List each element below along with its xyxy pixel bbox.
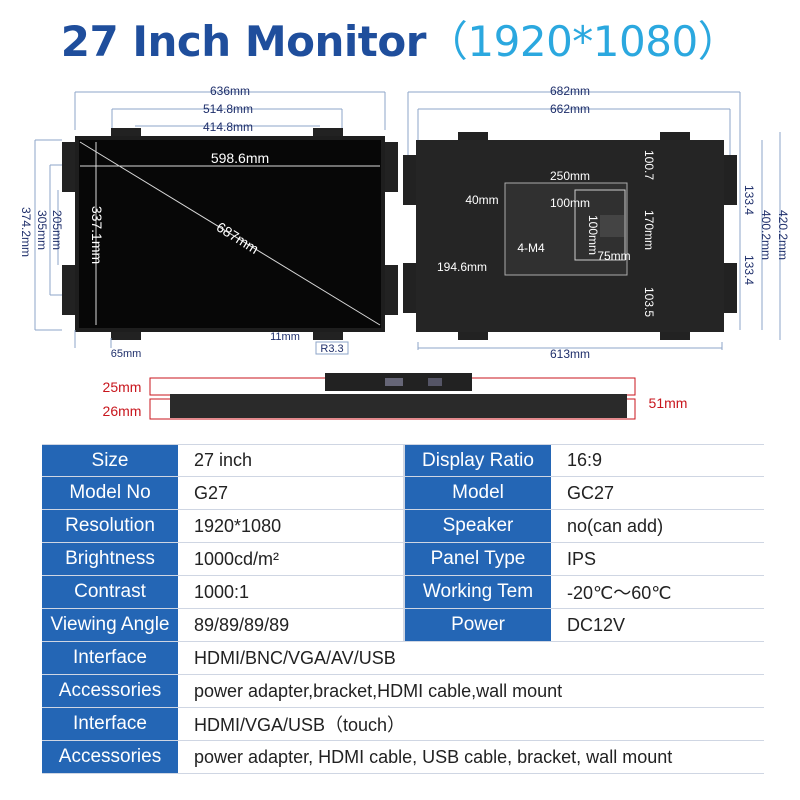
back-width-662: 662mm [550, 102, 590, 116]
front-height-205: 205mm [50, 210, 64, 250]
spec-value: no(can add) [553, 510, 764, 542]
screw-label: 4-M4 [517, 241, 545, 255]
back-view: 682mm 662mm 250mm 40mm 100mm 100mm 75mm … [403, 84, 790, 361]
spec-label: Accessories [42, 741, 180, 773]
dim-420-2: 420.2mm [776, 210, 790, 260]
spec-label: Display Ratio [403, 445, 553, 476]
back-width-682: 682mm [550, 84, 590, 98]
vesa-100-vertical: 100mm [586, 215, 600, 255]
spec-label: Contrast [42, 576, 180, 608]
spec-value: -20℃～60℃ [553, 576, 764, 608]
spec-value: G27 [180, 477, 403, 509]
title-main: 27 Inch Monitor [60, 17, 427, 66]
front-view: 636mm 514.8mm 414.8mm 598.6mm 687mm 337.… [19, 84, 398, 360]
spec-label: Interface [42, 708, 180, 740]
front-bracket-spacing: 514.8mm [203, 102, 253, 116]
spec-label: Working Tem [403, 576, 553, 608]
page-title: 27 Inch Monitor（1920*1080） [0, 8, 800, 69]
spec-value: HDMI/BNC/VGA/AV/USB [180, 642, 764, 674]
dim-100-7: 100.7 [642, 150, 656, 180]
spec-value: 1920*1080 [180, 510, 403, 542]
spec-value: GC27 [553, 477, 764, 509]
dim-133-4-top: 133.4 [742, 185, 756, 215]
vesa-box-250: 250mm [550, 169, 590, 183]
front-bottom-offset: 65mm [111, 348, 142, 360]
spec-label: Accessories [42, 675, 180, 707]
spec-label: Resolution [42, 510, 180, 542]
spec-value: power adapter,bracket,HDMI cable,wall mo… [180, 675, 764, 707]
title-resolution: （1920*1080） [425, 17, 740, 66]
front-bracket-inner: 414.8mm [203, 120, 253, 134]
spec-label: Panel Type [403, 543, 553, 575]
spec-label: Power [403, 609, 553, 641]
front-width-outer: 636mm [210, 84, 250, 98]
spec-value: 89/89/89/89 [180, 609, 403, 641]
dim-170: 170mm [642, 210, 656, 250]
screen-height: 337.1mm [89, 206, 105, 264]
spec-label: Interface [42, 642, 180, 674]
spec-label: Size [42, 445, 180, 476]
front-radius: R3.3 [320, 343, 343, 355]
spec-label: Viewing Angle [42, 609, 180, 641]
dimension-drawings: 636mm 514.8mm 414.8mm 598.6mm 687mm 337.… [19, 84, 790, 420]
spec-value: 27 inch [180, 445, 403, 476]
vesa-40: 40mm [465, 193, 498, 207]
side-total-depth: 51mm [649, 395, 688, 411]
front-height-305: 305mm [35, 210, 49, 250]
spec-value: power adapter, HDMI cable, USB cable, br… [180, 741, 764, 773]
offset-194: 194.6mm [437, 260, 487, 274]
screen-width: 598.6mm [211, 150, 269, 166]
side-top-thickness: 25mm [103, 379, 142, 395]
spec-value: HDMI/VGA/USB（touch） [180, 708, 764, 740]
spec-value: IPS [553, 543, 764, 575]
spec-label: Brightness [42, 543, 180, 575]
back-width-613: 613mm [550, 347, 590, 361]
spec-value: 1000cd/m² [180, 543, 403, 575]
spec-value: 16:9 [553, 445, 764, 476]
spec-value: 1000:1 [180, 576, 403, 608]
spec-label: Model [403, 477, 553, 509]
side-view: 25mm 26mm 51mm [103, 373, 688, 420]
front-height-outer: 374.2mm [19, 207, 33, 257]
side-bottom-thickness: 26mm [103, 403, 142, 419]
dim-400-2: 400.2mm [759, 210, 773, 260]
dim-103-5: 103.5 [642, 287, 656, 317]
spec-label: Model No [42, 477, 180, 509]
vesa-75: 75mm [597, 249, 630, 263]
spec-value: DC12V [553, 609, 764, 641]
dim-133-4-bottom: 133.4 [742, 255, 756, 285]
front-bracket-gap: 11mm [270, 331, 300, 343]
spec-label: Speaker [403, 510, 553, 542]
vesa-100-horizontal: 100mm [550, 196, 590, 210]
